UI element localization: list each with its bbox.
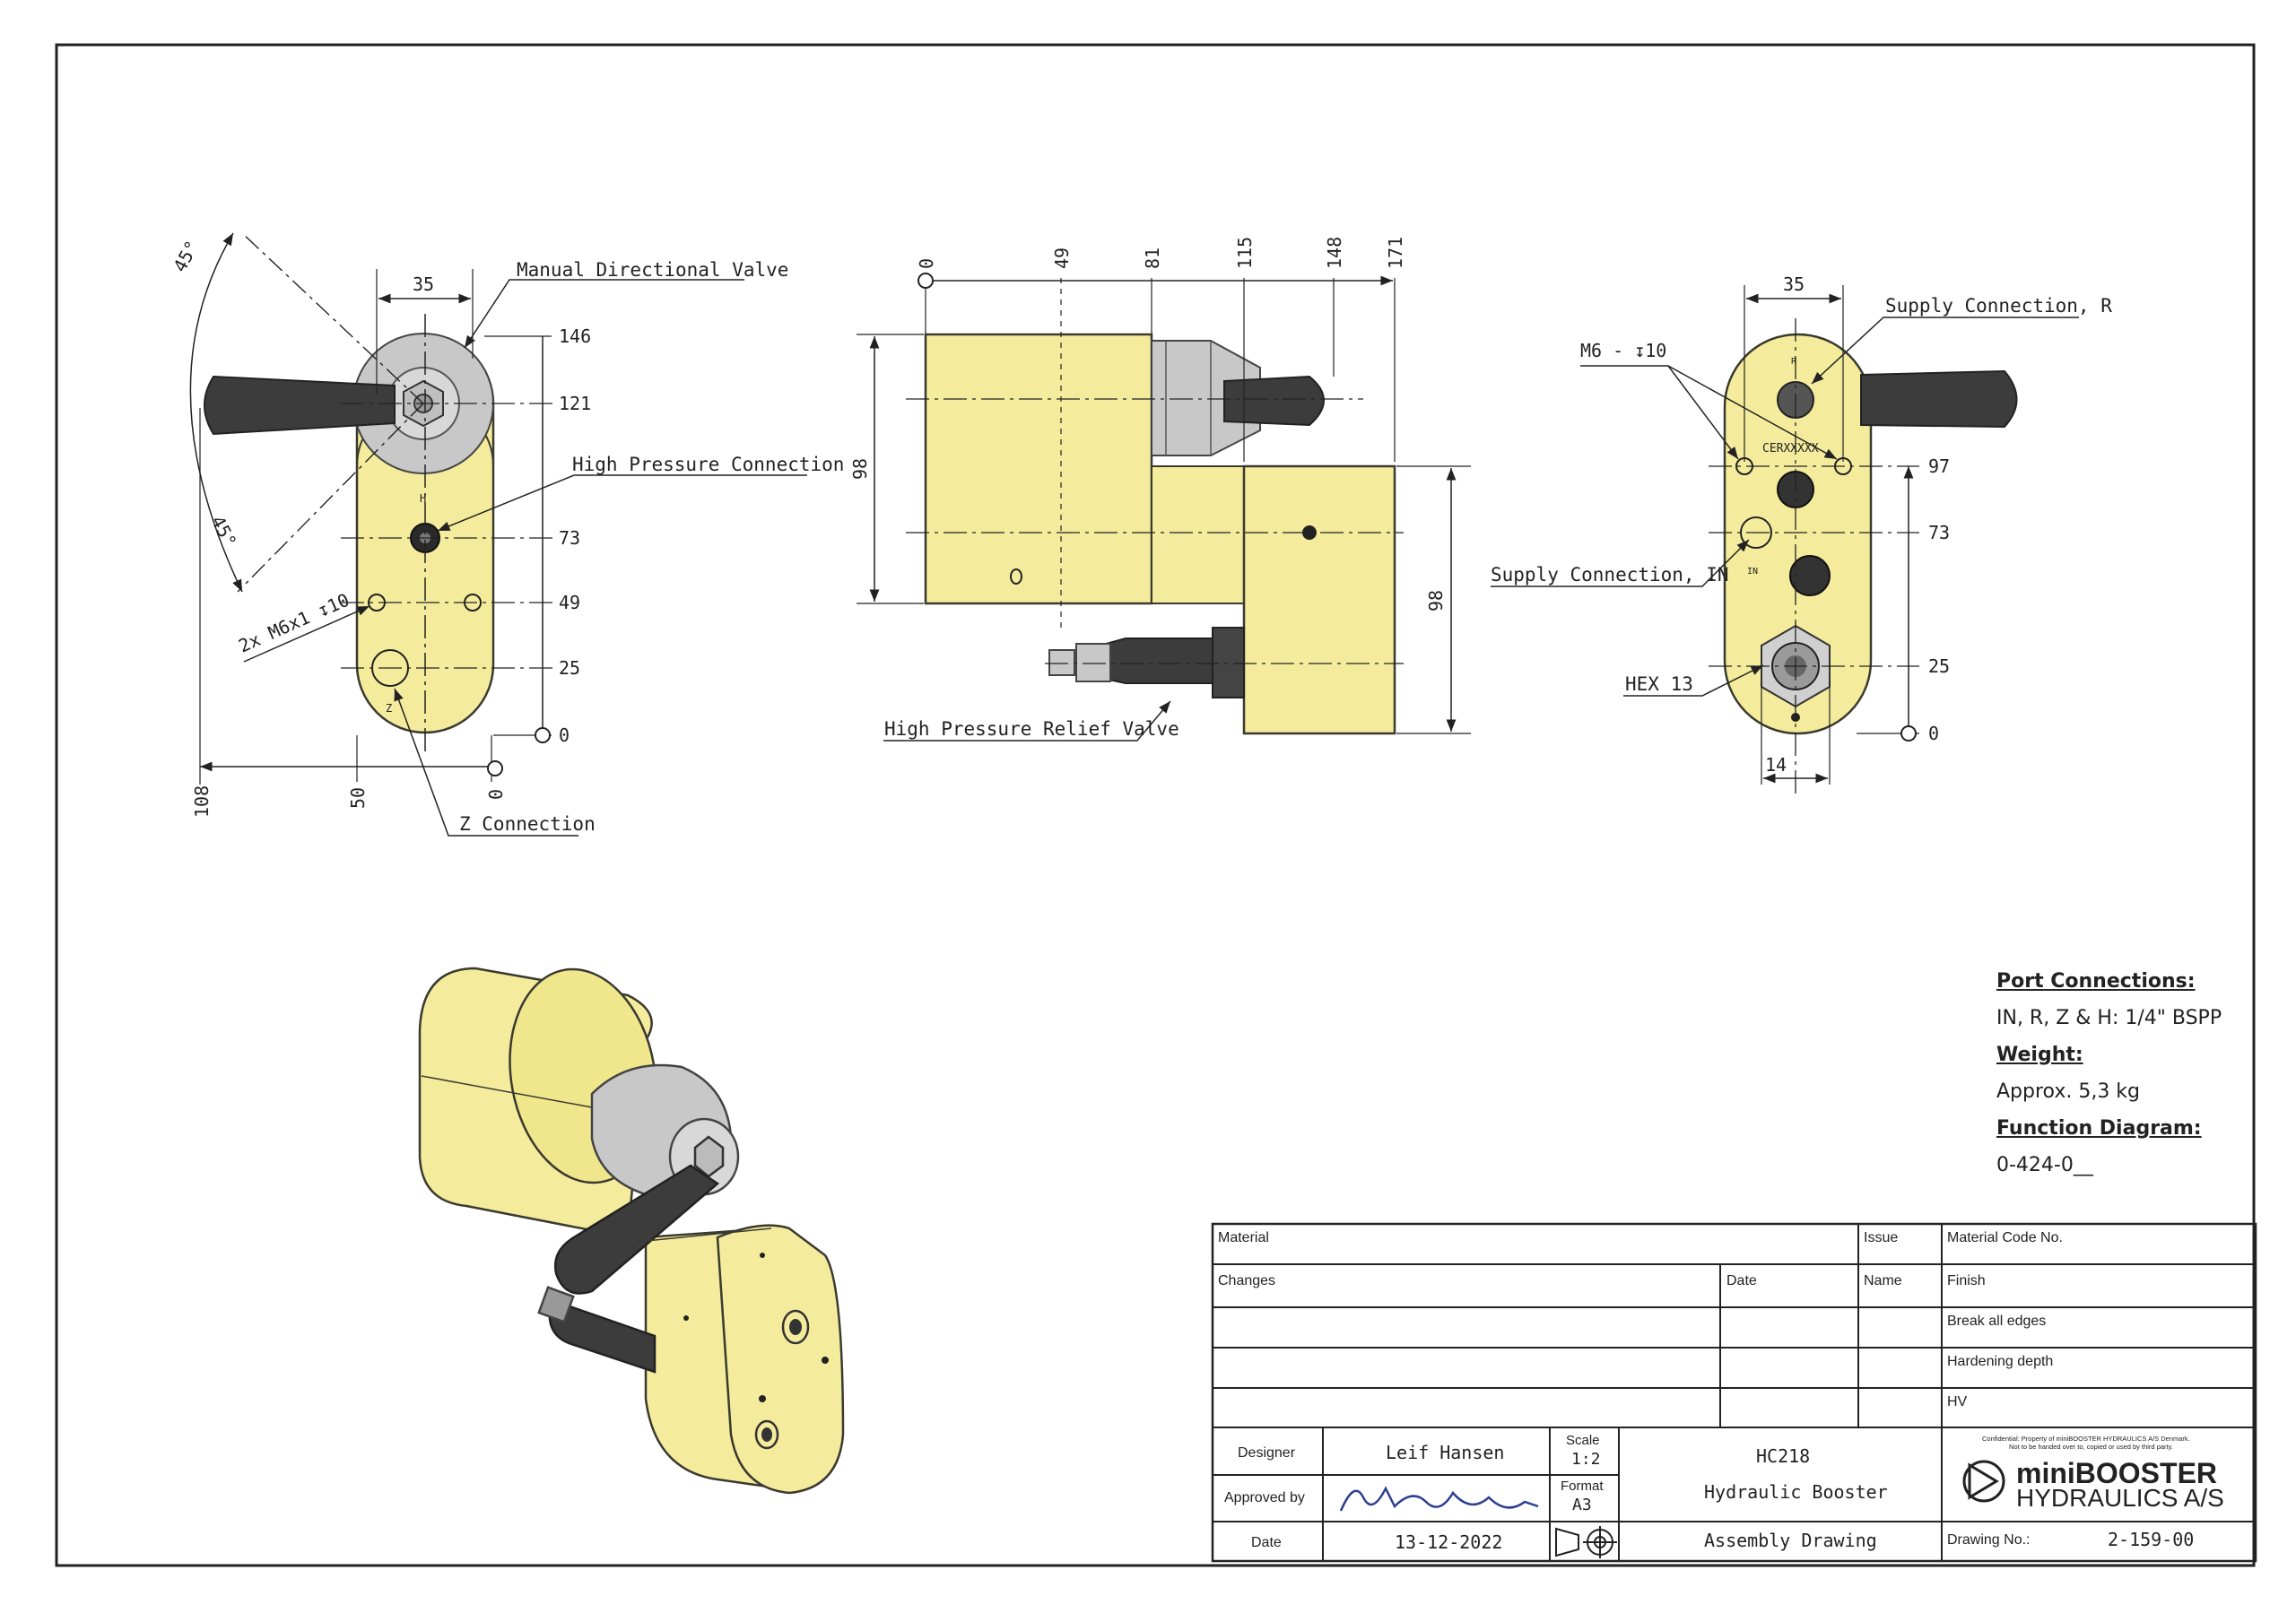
right-view: [1491, 285, 2079, 794]
tb-drawing-type: Assembly Drawing: [1704, 1530, 1877, 1551]
dim-right-25: 25: [1928, 655, 1950, 677]
tb-drawing-no-label: Drawing No.:: [1947, 1532, 2030, 1548]
dim-right-97: 97: [1928, 455, 1950, 477]
left-view: [189, 232, 807, 837]
tb-scale: 1:2: [1571, 1450, 1601, 1469]
port-in-letter: IN: [1747, 567, 1758, 577]
port-z-letter: Z: [386, 702, 392, 715]
approval-signature: [1339, 1486, 1539, 1512]
right-handle: [1860, 369, 2018, 429]
dim-left-146: 146: [559, 325, 591, 347]
minibooster-logo-icon: [1962, 1460, 2005, 1503]
dim-center-171: 171: [1385, 237, 1406, 269]
center-view: [857, 273, 1471, 742]
tb-designer-label: Designer: [1238, 1445, 1296, 1461]
dim-center-115: 115: [1234, 237, 1256, 269]
label-hex13: HEX 13: [1625, 673, 1693, 695]
tb-logo-2: HYDRAULICS A/S: [2016, 1484, 2224, 1512]
center-handle: [1223, 375, 1325, 427]
marking-text: CERXXXXX: [1762, 442, 1819, 455]
tb-part-no: HC218: [1756, 1445, 1810, 1467]
tb-logo-1: miniBOOSTER: [2016, 1457, 2217, 1489]
tb-date-label: Date: [1251, 1535, 1282, 1550]
tb-format: A3: [1572, 1496, 1592, 1514]
tb-format-label: Format: [1561, 1479, 1604, 1494]
tb-hardening: Hardening depth: [1947, 1354, 2053, 1369]
tb-confidential-2: Not to be handed over to, copied or used…: [2009, 1443, 2173, 1451]
dim-left-width: 35: [413, 273, 434, 295]
iso-end-block: [716, 1224, 845, 1495]
label-supply-in: Supply Connection, IN: [1491, 564, 1729, 585]
tb-hv: HV: [1947, 1394, 1968, 1409]
tb-date: 13-12-2022: [1395, 1531, 1502, 1553]
dim-center-left-98: 98: [849, 458, 871, 480]
dim-left-bottom-0: 0: [485, 789, 507, 800]
dim-left-108: 108: [191, 785, 213, 818]
label-supply-r: Supply Connection, R: [1885, 295, 2112, 317]
tb-break-edges: Break all edges: [1947, 1314, 2046, 1329]
dim-right-73: 73: [1928, 522, 1950, 543]
tb-approved-label: Approved by: [1224, 1490, 1305, 1505]
title-block: [1211, 1222, 2257, 1563]
notes-ports-value: IN, R, Z & H: 1/4" BSPP: [1996, 1007, 2222, 1029]
label-z-connection: Z Connection: [459, 813, 596, 835]
dim-right-width: 35: [1783, 273, 1805, 295]
projection-symbol-icon: [1555, 1526, 1617, 1558]
right-body: [1723, 333, 1873, 735]
label-mount-holes: 2x M6x1 ↧10: [235, 589, 352, 657]
tb-name-col: Name: [1864, 1273, 1902, 1288]
notes-function-heading: Function Diagram:: [1996, 1117, 2202, 1140]
port-in: [1789, 555, 1831, 596]
dim-left-25: 25: [559, 657, 580, 679]
dim-left-0: 0: [559, 724, 570, 746]
label-hp-connection: High Pressure Connection: [572, 454, 844, 475]
notes-weight-value: Approx. 5,3 kg: [1996, 1080, 2141, 1103]
dim-left-49: 49: [559, 592, 580, 613]
center-lower-cylinder: [1151, 465, 1245, 604]
dim-center-0: 0: [916, 258, 937, 269]
tb-material-code: Material Code No.: [1947, 1230, 2063, 1245]
sheet-border: [55, 43, 2256, 1567]
iso-handle: [553, 1164, 720, 1295]
center-right-block: [1242, 464, 1396, 735]
label-m6: M6 - ↧10: [1580, 340, 1666, 361]
tb-issue: Issue: [1864, 1230, 1898, 1245]
notes-weight-heading: Weight:: [1996, 1044, 2083, 1066]
tb-scale-label: Scale: [1566, 1433, 1600, 1448]
port-h-letter: H: [420, 492, 426, 505]
dim-right-0: 0: [1928, 723, 1939, 744]
tb-finish: Finish: [1947, 1273, 1986, 1288]
tb-changes: Changes: [1218, 1273, 1275, 1288]
dim-center-right-98: 98: [1425, 590, 1447, 612]
notes-function-value: 0-424-0__: [1996, 1154, 2093, 1176]
tb-material: Material: [1218, 1230, 1269, 1245]
tb-confidential-1: Confidential: Property of miniBOOSTER HY…: [1982, 1435, 2190, 1443]
dim-left-50: 50: [347, 787, 369, 809]
notes-ports-heading: Port Connections:: [1996, 970, 2196, 993]
left-handle: [204, 375, 396, 436]
label-manual-valve: Manual Directional Valve: [517, 259, 788, 281]
tb-date-col: Date: [1726, 1273, 1757, 1288]
tb-part-name: Hydraulic Booster: [1704, 1481, 1888, 1503]
dim-center-148: 148: [1324, 237, 1345, 269]
dim-right-14: 14: [1765, 754, 1787, 776]
dim-center-49: 49: [1051, 247, 1073, 269]
dim-left-73: 73: [559, 527, 580, 549]
tb-drawing-no: 2-159-00: [2108, 1529, 2194, 1550]
tb-designer: Leif Hansen: [1386, 1442, 1504, 1463]
isometric-view: [418, 967, 845, 1495]
port-notes: Port Connections: IN, R, Z & H: 1/4" BSP…: [1996, 970, 2283, 1191]
dim-left-121: 121: [559, 393, 591, 414]
angle-top: 45°: [169, 237, 203, 275]
port-r-letter: R: [1791, 357, 1797, 367]
label-relief-valve: High Pressure Relief Valve: [884, 718, 1179, 740]
dim-center-81: 81: [1142, 247, 1163, 269]
center-main-cylinder: [924, 333, 1153, 605]
